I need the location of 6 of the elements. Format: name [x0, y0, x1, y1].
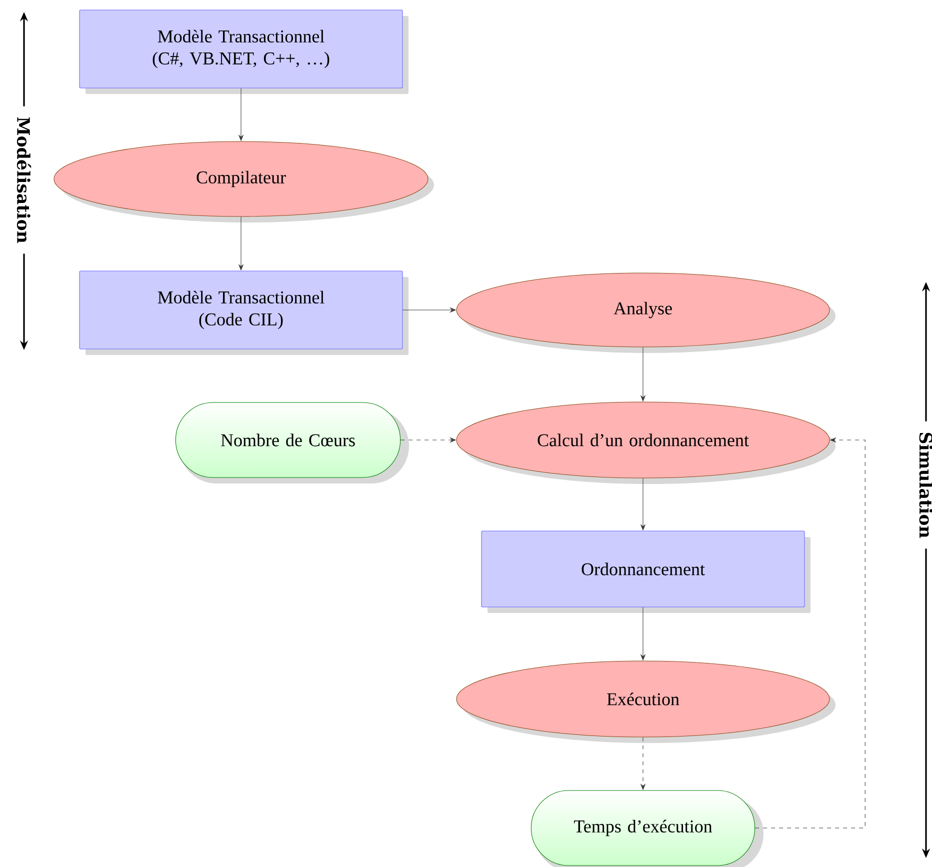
process-box: Ordonnancement — [481, 530, 810, 613]
process-box: Modèle Transactionnel (C#, VB.NET, C++, …) — [79, 10, 408, 94]
process-box: Modèle Transactionnel (Code CIL) — [79, 270, 408, 355]
input-terminal: Nombre de Cœurs — [175, 402, 409, 484]
input-terminal: Temps d’exécution — [530, 790, 764, 867]
side-label: Modélisation — [16, 117, 32, 244]
